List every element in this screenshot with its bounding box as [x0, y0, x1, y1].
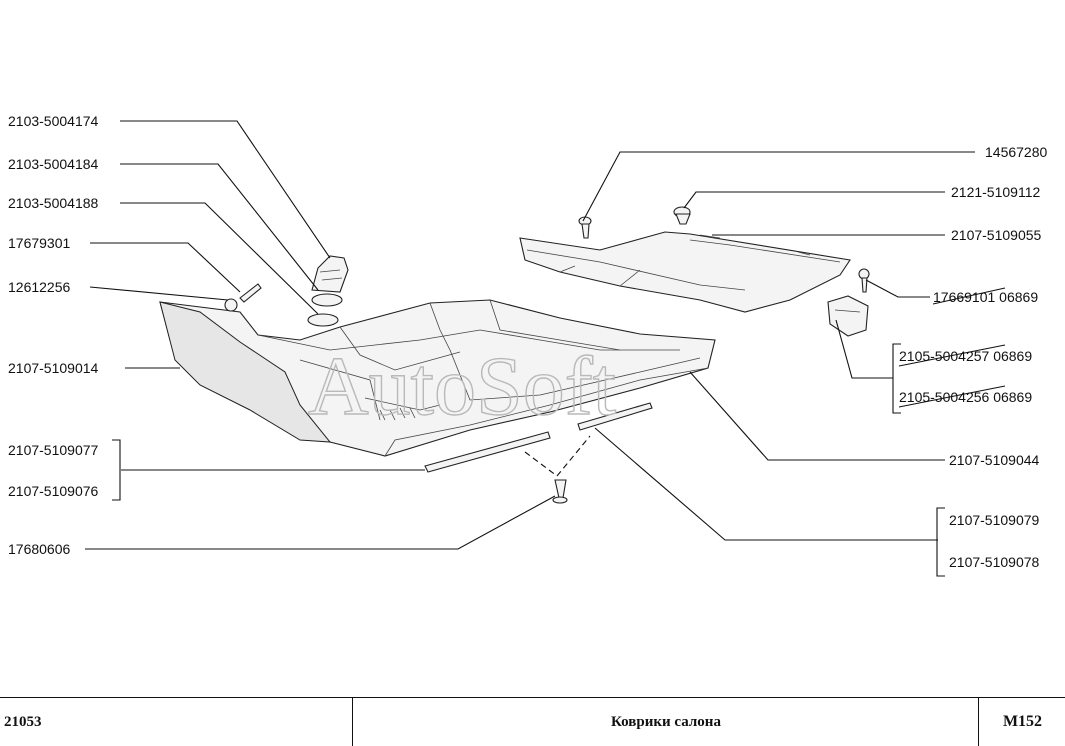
title-block: 21053 Коврики салона M152 [0, 697, 1065, 746]
label-2107-5109076: 2107-5109076 [8, 483, 99, 499]
screw-17680606 [552, 479, 568, 504]
label-2107-5109055: 2107-5109055 [951, 227, 1042, 243]
label-2105-5004257: 2105-5004257 06869 [899, 348, 1032, 364]
label-2105-5004256: 2105-5004256 06869 [899, 389, 1032, 405]
gear-boot [311, 255, 349, 293]
boot-ring-lower [307, 313, 339, 327]
clip-14567280 [578, 216, 592, 239]
label-2107-5109079: 2107-5109079 [949, 512, 1040, 528]
label-2103-5004188: 2103-5004188 [8, 195, 99, 211]
boot-ring-upper [311, 293, 343, 307]
label-2107-5109044: 2107-5109044 [949, 452, 1040, 468]
page-code: M152 [978, 698, 1065, 746]
label-2121-5109112: 2121-5109112 [951, 184, 1040, 200]
label-14567280: 14567280 [985, 144, 1048, 160]
leader-lines [85, 120, 975, 550]
washer-12612256 [224, 298, 238, 312]
screw-17669101 [858, 268, 870, 293]
clip-2121-5109112 [673, 206, 691, 225]
rear-floor-mat [519, 231, 851, 313]
label-17669101: 17669101 06869 [933, 289, 1038, 305]
label-12612256: 12612256 [8, 279, 71, 295]
bracket-2105-5004257 [827, 295, 869, 337]
label-2103-5004184: 2103-5004184 [8, 156, 99, 172]
label-2103-5004174: 2103-5004174 [8, 113, 99, 129]
label-17680606: 17680606 [8, 541, 71, 557]
label-2107-5109078: 2107-5109078 [949, 554, 1040, 570]
model-number: 21053 [4, 713, 42, 730]
label-17679301: 17679301 [8, 235, 71, 251]
sill-strip-left [424, 431, 551, 473]
label-2107-5109077: 2107-5109077 [8, 442, 99, 458]
label-2107-5109014: 2107-5109014 [8, 360, 99, 376]
watermark: AutoSoft [308, 340, 616, 433]
fastening-path [524, 435, 591, 477]
screw-17679301 [239, 283, 262, 303]
bracket-marks [112, 343, 945, 577]
strike-marks [898, 287, 1006, 408]
page-title: Коврики салона [352, 698, 979, 746]
front-floor-mat [159, 299, 716, 457]
sill-strip-right [577, 402, 653, 431]
